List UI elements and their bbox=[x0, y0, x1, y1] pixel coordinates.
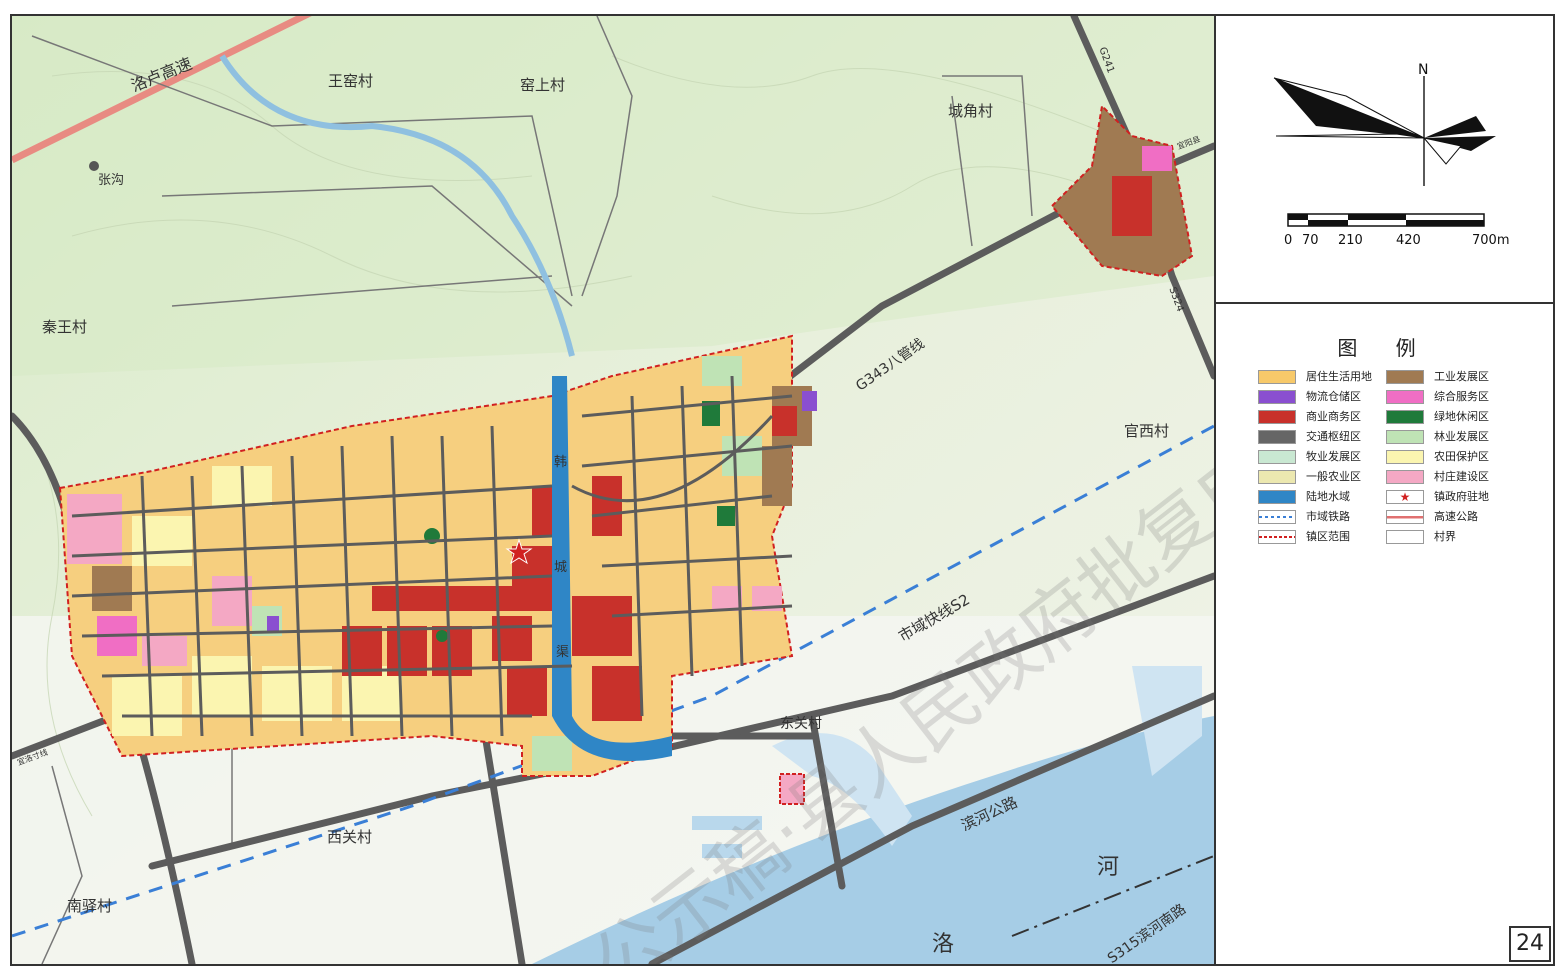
legend-swatch bbox=[1386, 450, 1424, 464]
label-nanyi: 南驿村 bbox=[67, 897, 112, 915]
scale-tick-1: 70 bbox=[1302, 233, 1319, 248]
legend-label: 工业发展区 bbox=[1434, 370, 1489, 383]
legend-swatch bbox=[1386, 530, 1424, 544]
luolu-highway bbox=[12, 16, 312, 164]
hancheng-canal bbox=[552, 376, 672, 761]
map-canvas[interactable]: 洛卢高速 王窑村 窑上村 城角村 张沟 秦王村 G343八管线 官西村 市域快线… bbox=[12, 16, 1214, 964]
label-xiguan: 西关村 bbox=[327, 828, 372, 846]
legend-label: 市域铁路 bbox=[1306, 510, 1350, 523]
legend-swatch bbox=[1258, 530, 1296, 544]
label-dongguan: 东关村 bbox=[780, 716, 822, 732]
creek bbox=[219, 54, 575, 357]
label-river-he: 河 bbox=[1097, 855, 1119, 880]
legend-panel: N 0 70 210 420 700m 图 例 居住生活用地 工业发展区物流仓储区… bbox=[1214, 16, 1553, 964]
label-yaoshang: 窑上村 bbox=[520, 76, 565, 94]
compass-scale-box: N 0 70 210 420 700m bbox=[1216, 16, 1553, 304]
legend-swatch bbox=[1386, 390, 1424, 404]
legend-title: 图 例 bbox=[1337, 336, 1432, 360]
legend-swatch bbox=[1258, 490, 1296, 504]
north-label: N bbox=[1418, 62, 1428, 78]
legend-swatch bbox=[1258, 430, 1296, 444]
legend-label: 一般农业区 bbox=[1306, 470, 1361, 483]
contour-lines bbox=[31, 55, 1163, 817]
legend-swatch bbox=[1386, 370, 1424, 384]
legend-label: 镇区范围 bbox=[1306, 530, 1350, 543]
legend-label: 商业商务区 bbox=[1306, 410, 1361, 423]
legend-swatch bbox=[1258, 370, 1296, 384]
legend-label: 物流仓储区 bbox=[1306, 390, 1361, 403]
label-zhanggou: 张沟 bbox=[98, 173, 124, 188]
legend-swatch: ★ bbox=[1386, 490, 1424, 504]
scale-tick-3: 420 bbox=[1396, 233, 1421, 248]
scale-tick-0: 0 bbox=[1284, 233, 1292, 248]
page-number: 24 bbox=[1509, 926, 1551, 962]
legend-label: 牧业发展区 bbox=[1306, 450, 1361, 463]
wind-rose-compass: N 0 70 210 420 700m bbox=[1273, 62, 1509, 248]
label-canal-3: 渠 bbox=[556, 645, 569, 660]
scale-tick-2: 210 bbox=[1338, 233, 1363, 248]
town-grid-roads bbox=[71, 375, 793, 737]
scale-tick-4: 700m bbox=[1472, 233, 1509, 248]
village-boundaries bbox=[31, 16, 1033, 964]
legend-swatch bbox=[1386, 470, 1424, 484]
label-chengjiao: 城角村 bbox=[948, 102, 993, 120]
zhanggou-dot bbox=[89, 161, 99, 171]
label-wangyao: 王窑村 bbox=[328, 72, 373, 90]
label-canal-2: 城 bbox=[554, 560, 567, 575]
legend-label: 林业发展区 bbox=[1434, 430, 1489, 443]
legend-label: 村界 bbox=[1434, 530, 1456, 543]
label-river-luo: 洛 bbox=[932, 932, 954, 957]
legend-swatch bbox=[1258, 510, 1296, 524]
legend-label: 陆地水域 bbox=[1306, 490, 1350, 503]
luo-river bbox=[532, 716, 1214, 964]
legend-label: 村庄建设区 bbox=[1434, 470, 1489, 483]
legend-label: 综合服务区 bbox=[1434, 390, 1489, 403]
legend-swatch bbox=[1386, 430, 1424, 444]
legend-swatch bbox=[1258, 450, 1296, 464]
legend-label: 镇政府驻地 bbox=[1434, 490, 1489, 503]
northeast-cluster bbox=[1050, 103, 1194, 278]
legend-label: 农田保护区 bbox=[1434, 450, 1489, 463]
legend-swatch bbox=[1386, 410, 1424, 424]
legend-swatch bbox=[1386, 510, 1424, 524]
legend-label: 高速公路 bbox=[1434, 510, 1478, 523]
legend-swatch bbox=[1258, 390, 1296, 404]
legend-label: 绿地休闲区 bbox=[1434, 410, 1489, 423]
legend-swatch bbox=[1258, 470, 1296, 484]
legend-label: 居住生活用地 bbox=[1306, 370, 1372, 383]
label-qinwang: 秦王村 bbox=[42, 318, 87, 336]
label-guanxi: 官西村 bbox=[1124, 422, 1169, 440]
label-canal-1: 韩 bbox=[554, 455, 567, 470]
town-government-marker[interactable] bbox=[505, 538, 533, 565]
legend-label: 交通枢纽区 bbox=[1306, 430, 1361, 443]
legend-swatch bbox=[1258, 410, 1296, 424]
